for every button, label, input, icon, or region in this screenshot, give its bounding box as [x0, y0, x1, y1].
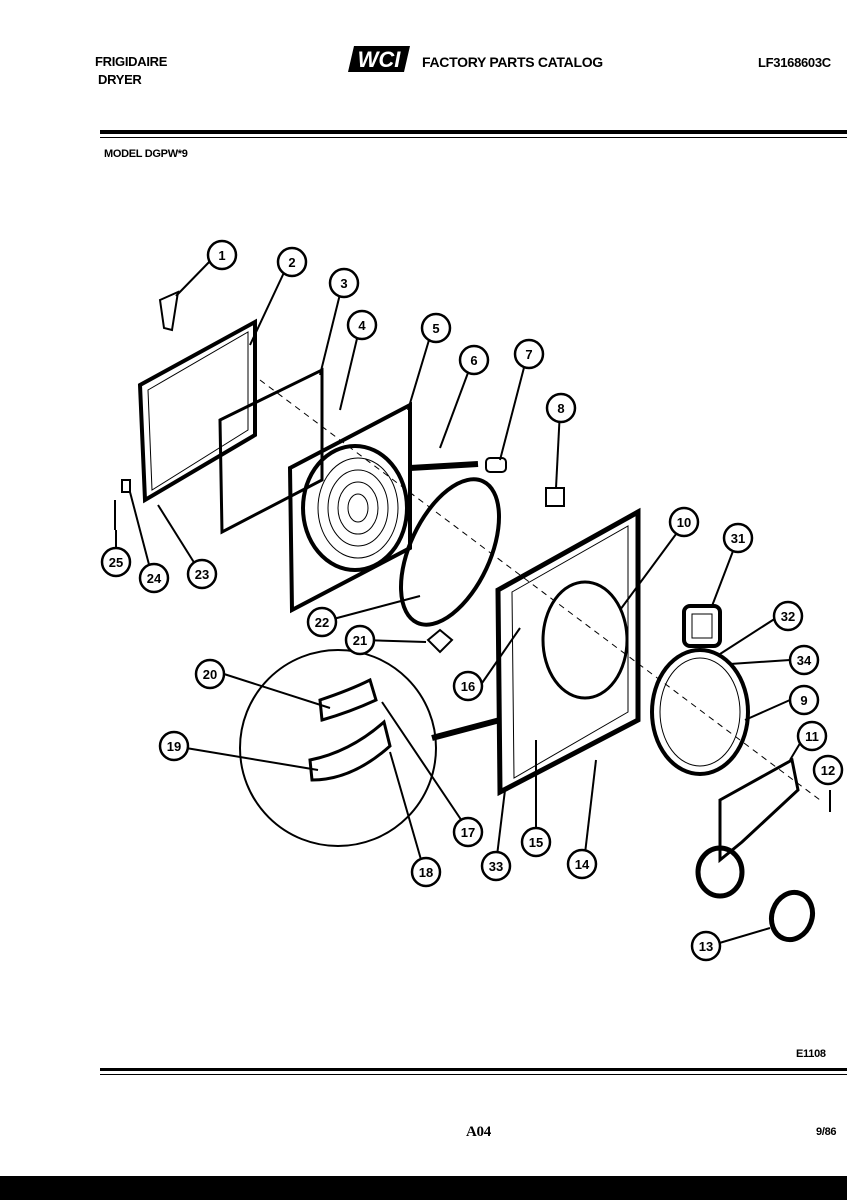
product-label: DRYER [98, 72, 142, 87]
detail-circle [239, 649, 437, 847]
svg-text:1: 1 [218, 248, 225, 263]
callout-32: 32 [772, 600, 804, 632]
footer-rule-thin [100, 1074, 847, 1075]
lint-grille-part [301, 444, 409, 572]
callout-2: 2 [276, 246, 308, 278]
svg-text:13: 13 [699, 939, 713, 954]
door-frame-part [137, 318, 257, 504]
latch-rod [409, 461, 479, 471]
callout-12: 12 [812, 754, 844, 786]
callout-22: 22 [306, 606, 338, 638]
door-panel-part [218, 367, 324, 535]
svg-text:21: 21 [353, 633, 367, 648]
fitting-part [426, 628, 454, 654]
callout-33: 33 [480, 850, 512, 882]
callout-6: 6 [458, 344, 490, 376]
callout-5: 5 [420, 312, 452, 344]
callout-18: 18 [410, 856, 442, 888]
svg-text:22: 22 [315, 615, 329, 630]
svg-text:7: 7 [525, 347, 532, 362]
scan-border [0, 1176, 847, 1200]
callout-25: 25 [100, 546, 132, 578]
callout-11: 11 [796, 720, 828, 752]
footer-date: 9/86 [816, 1126, 837, 1138]
wci-logo: WCI [348, 44, 416, 74]
svg-text:20: 20 [203, 667, 217, 682]
callout-7: 7 [513, 338, 545, 370]
svg-text:16: 16 [461, 679, 475, 694]
door-frame-inner [147, 331, 249, 491]
callout-markers: 1 2 3 4 5 6 7 8 9 10 11 12 13 14 15 16 1… [100, 239, 844, 962]
callout-34: 34 [788, 644, 820, 676]
callout-13: 13 [690, 930, 722, 962]
svg-text:18: 18 [419, 865, 433, 880]
hinge-part [158, 290, 180, 332]
logo-text: WCI [358, 47, 402, 72]
svg-text:25: 25 [109, 555, 123, 570]
drum-seal-part [650, 648, 750, 776]
callout-15: 15 [520, 826, 552, 858]
callout-3: 3 [328, 267, 360, 299]
svg-text:6: 6 [470, 353, 477, 368]
svg-text:3: 3 [340, 276, 347, 291]
svg-text:4: 4 [358, 318, 366, 333]
callout-14: 14 [566, 848, 598, 880]
page-number: A04 [466, 1124, 491, 1140]
catalog-title: FACTORY PARTS CATALOG [422, 54, 603, 70]
brand-label: FRIGIDAIRE [95, 54, 168, 69]
svg-text:23: 23 [195, 567, 209, 582]
svg-text:32: 32 [781, 609, 795, 624]
svg-text:15: 15 [529, 835, 543, 850]
svg-text:34: 34 [797, 653, 812, 668]
header-rule-thin [100, 137, 847, 138]
door-gasket-part [399, 477, 501, 627]
front-panel-part [495, 507, 641, 797]
svg-text:9: 9 [800, 693, 807, 708]
header-rule [100, 130, 847, 134]
callout-1: 1 [206, 239, 238, 271]
svg-text:24: 24 [147, 571, 162, 586]
callout-9: 9 [788, 684, 820, 716]
exhaust-duct-part [718, 757, 800, 864]
callout-19: 19 [158, 730, 190, 762]
glide-part [318, 677, 378, 722]
duct-ring-part [768, 889, 816, 943]
detail-pointer [431, 717, 501, 741]
callout-17: 17 [452, 816, 484, 848]
assembly-axis [259, 379, 821, 801]
diagram-code: E1108 [796, 1048, 826, 1060]
svg-text:11: 11 [805, 729, 819, 744]
latch-part [485, 457, 507, 473]
svg-text:33: 33 [489, 859, 503, 874]
clip-part [121, 479, 131, 493]
callout-20: 20 [194, 658, 226, 690]
glide-bracket-part [308, 719, 392, 782]
callout-10: 10 [668, 506, 700, 538]
svg-text:14: 14 [575, 857, 590, 872]
svg-text:31: 31 [731, 531, 745, 546]
callout-31: 31 [722, 522, 754, 554]
callout-8: 8 [545, 392, 577, 424]
svg-text:8: 8 [557, 401, 564, 416]
svg-text:5: 5 [432, 321, 439, 336]
model-label: MODEL DGPW*9 [104, 148, 188, 160]
svg-text:2: 2 [288, 255, 295, 270]
footer-rule [100, 1068, 847, 1071]
svg-text:10: 10 [677, 515, 691, 530]
callout-4: 4 [346, 309, 378, 341]
door-liner-part [287, 401, 412, 614]
callout-23: 23 [186, 558, 218, 590]
duct-collar [695, 845, 745, 899]
callout-21: 21 [344, 624, 376, 656]
seal-part [682, 604, 722, 648]
svg-text:19: 19 [167, 739, 181, 754]
svg-text:17: 17 [461, 825, 475, 840]
callout-16: 16 [452, 670, 484, 702]
strike-part [545, 487, 565, 507]
door-opening [541, 580, 629, 700]
catalog-code: LF3168603C [758, 55, 831, 70]
svg-text:12: 12 [821, 763, 835, 778]
callout-24: 24 [138, 562, 170, 594]
